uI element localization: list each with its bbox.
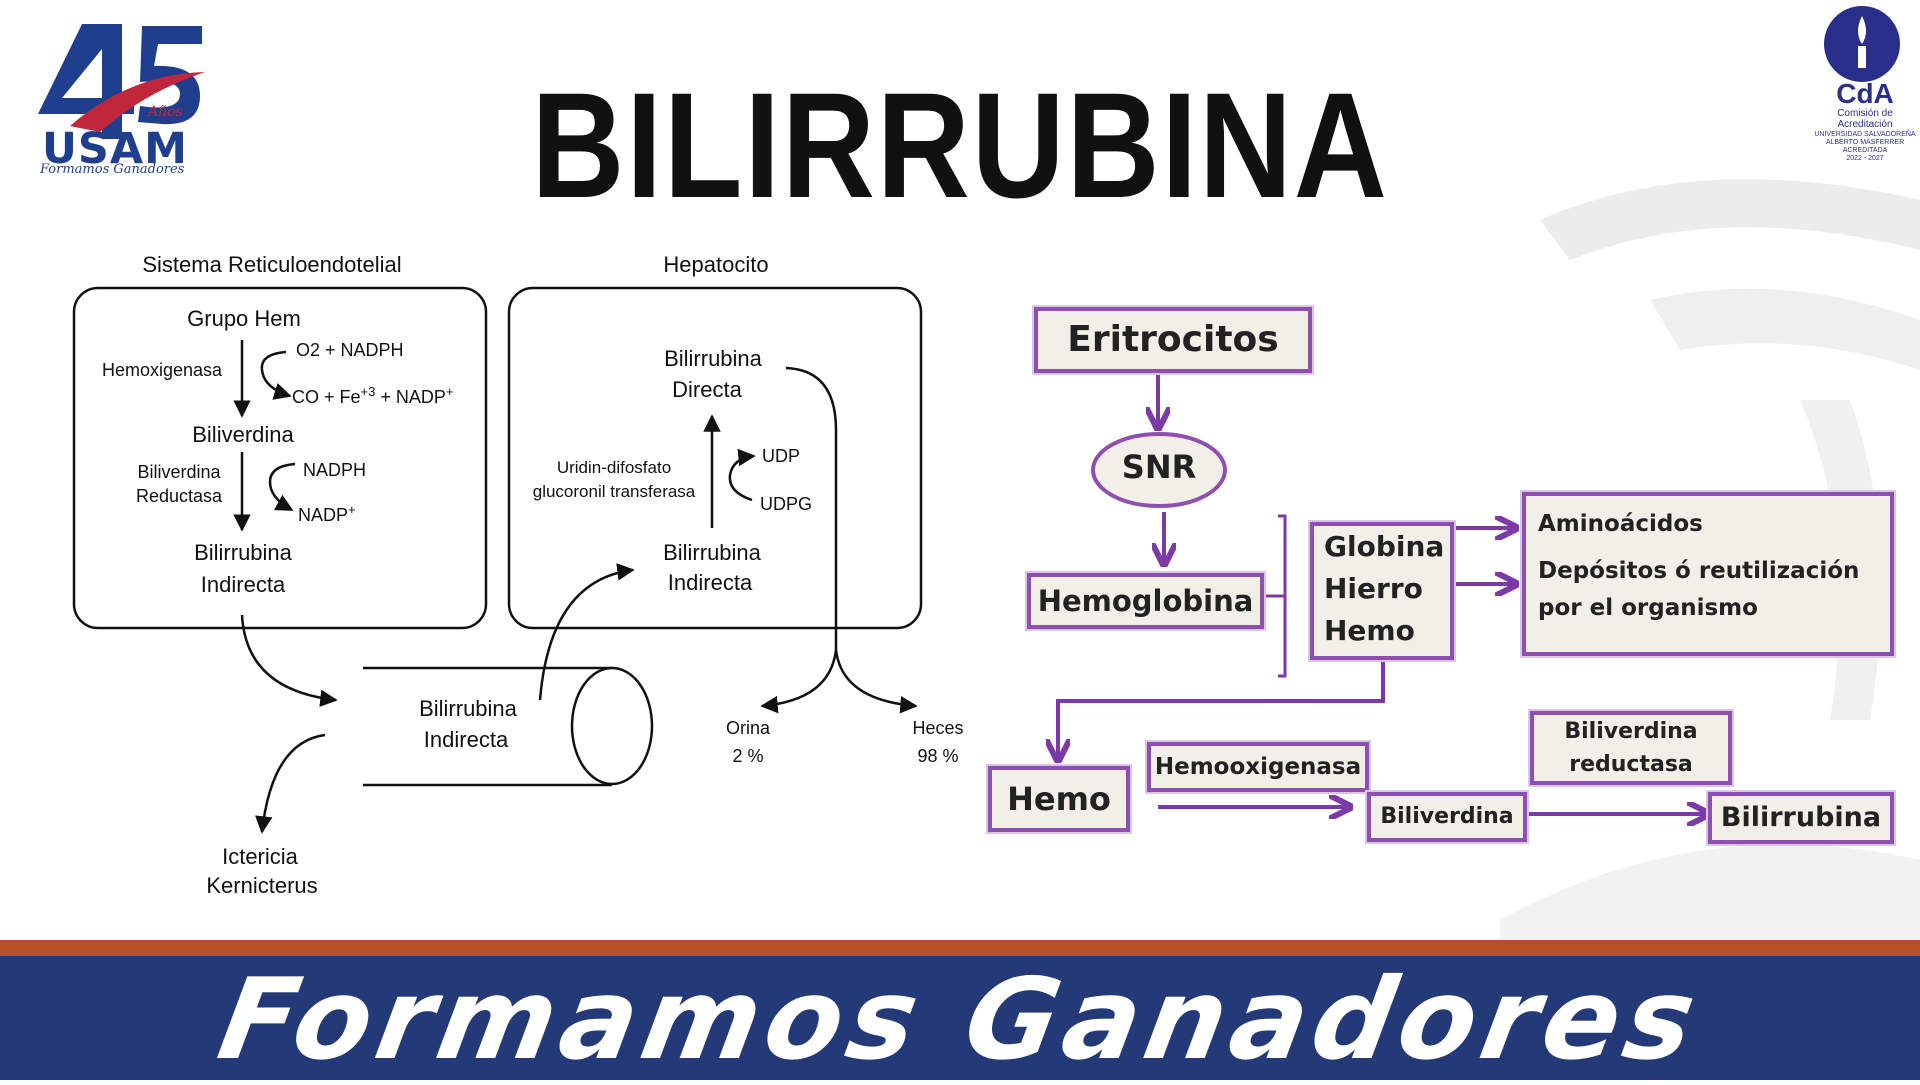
page-title: BILIRRUBINA [531, 61, 1389, 229]
hemoxigenasa-label: Hemoxigenasa [102, 360, 223, 380]
right-diagram-lines [980, 374, 1920, 860]
hep-bilirrubina-indirecta-line1: Bilirrubina [663, 540, 761, 565]
hemoglobina-box: Hemoglobina [1027, 573, 1264, 629]
hep-bilirrubina-indirecta-line2: Indirecta [667, 570, 753, 595]
cda-accreditation-logo [1824, 6, 1900, 82]
nadp-sup: + [348, 502, 356, 517]
bilirrubina-directa-line2: Directa [672, 377, 742, 402]
cda-line6: 2022 - 2027 [1846, 155, 1884, 162]
co-fe: CO + Fe [292, 387, 361, 407]
hierro-label: Hierro [1324, 572, 1423, 605]
footer-slogan: Formamos Ganadores [209, 955, 1711, 1085]
cda-line5: ACREDITADA [1842, 147, 1888, 154]
biliverdina-reductasa-line2: Reductasa [135, 486, 223, 506]
nadph: NADPH [303, 460, 367, 480]
hemo-box: Hemo [988, 766, 1130, 832]
int-bilirrubina-indirecta-line2: Indirecta [423, 727, 509, 752]
co-fe-label: CO + Fe+3 + NADP+ [292, 384, 454, 408]
nadp: NADP [298, 505, 349, 525]
biliverdina-reductasa-line1: Biliverdina [137, 462, 221, 482]
int-bilirrubina-indirecta-line1: Bilirrubina [419, 696, 517, 721]
bilirrubina-directa-line1: Bilirrubina [664, 346, 762, 371]
snr-label: SNR [1121, 448, 1197, 486]
depositos-line1: Depósitos ó reutilización [1538, 558, 1860, 584]
sre-bilirrubina-indirecta-line1: Bilirrubina [194, 540, 292, 565]
cda-line3: UNIVERSIDAD SALVADOREÑA [1814, 131, 1916, 138]
hemo-label: Hemo [1007, 780, 1111, 818]
left-diagram-lines [72, 286, 923, 834]
nadp-label: NADP+ [298, 502, 356, 526]
hepatocito-box [507, 286, 923, 630]
hemoglobina-label: Hemoglobina [1037, 584, 1254, 618]
globina-label: Globina [1324, 530, 1445, 563]
sre-bilirrubina-indirecta-line2: Indirecta [200, 572, 286, 597]
udpg: UDPG [760, 494, 813, 514]
biliverdina-box: Biliverdina [1367, 792, 1527, 842]
orina-pct: 2 % [732, 746, 764, 766]
nadp-charge: + [445, 384, 454, 399]
footer-band [0, 956, 1920, 1080]
aminoacidos-label: Aminoácidos [1538, 511, 1703, 537]
biliverdina: Biliverdina [192, 422, 294, 447]
biliverdina-label: Biliverdina [1380, 804, 1514, 829]
cda-line4: ALBERTO MASFERRER [1825, 139, 1905, 146]
bilirrubina-label: Bilirrubina [1720, 802, 1882, 833]
bilirrubina-box: Bilirrubina [1708, 792, 1894, 844]
cda-line1: Comisión de [1837, 108, 1893, 119]
hemooxigenasa-box: Hemooxigenasa [1147, 742, 1369, 792]
sre-box [72, 286, 488, 630]
logo-tagline: Formamos Ganadores [40, 162, 185, 177]
usam-45-logo [38, 24, 205, 139]
sre-label: Sistema Reticuloendotelial [142, 252, 402, 277]
biliverdina-reductasa-line2: reductasa [1569, 752, 1693, 777]
fe-charge: +3 [360, 384, 376, 399]
eritrocitos-box: Eritrocitos [1034, 307, 1312, 373]
heces-label: Heces [912, 718, 964, 738]
biliverdina-reductasa-line1: Biliverdina [1564, 719, 1698, 744]
udp: UDP [762, 446, 801, 466]
eritrocitos-label: Eritrocitos [1067, 319, 1279, 360]
uridin-line1: Uridin-difosfato [556, 458, 672, 477]
depositos-line2: por el organismo [1538, 595, 1758, 621]
destinos-box: Aminoácidos Depósitos ó reutilización po… [1522, 492, 1894, 656]
hemooxigenasa-label: Hemooxigenasa [1154, 754, 1362, 780]
o2-nadph: O2 + NADPH [296, 340, 404, 360]
heces-pct: 98 % [917, 746, 959, 766]
cda-line2: Acreditación [1837, 119, 1893, 130]
grupo-hem: Grupo Hem [187, 306, 301, 331]
logo-anos: Años [148, 104, 183, 120]
biliverdina-reductasa-box: Biliverdina reductasa [1530, 711, 1732, 785]
cda-acronym: CdA [1836, 78, 1894, 109]
ictericia: Ictericia [222, 844, 298, 869]
kernicterus: Kernicterus [206, 873, 318, 898]
hemo-list-label: Hemo [1324, 614, 1415, 647]
footer-accent-stripe [0, 940, 1920, 956]
snr-ellipse [1091, 432, 1227, 508]
globina-hierro-hemo-box: Globina Hierro Hemo [1310, 522, 1454, 660]
logo-usam-text: USAM [42, 124, 188, 174]
uridin-line2: glucoronil transferasa [532, 482, 696, 501]
hepatocito-label: Hepatocito [663, 252, 769, 277]
orina-label: Orina [725, 718, 771, 738]
nadp-plus: + NADP [380, 387, 446, 407]
